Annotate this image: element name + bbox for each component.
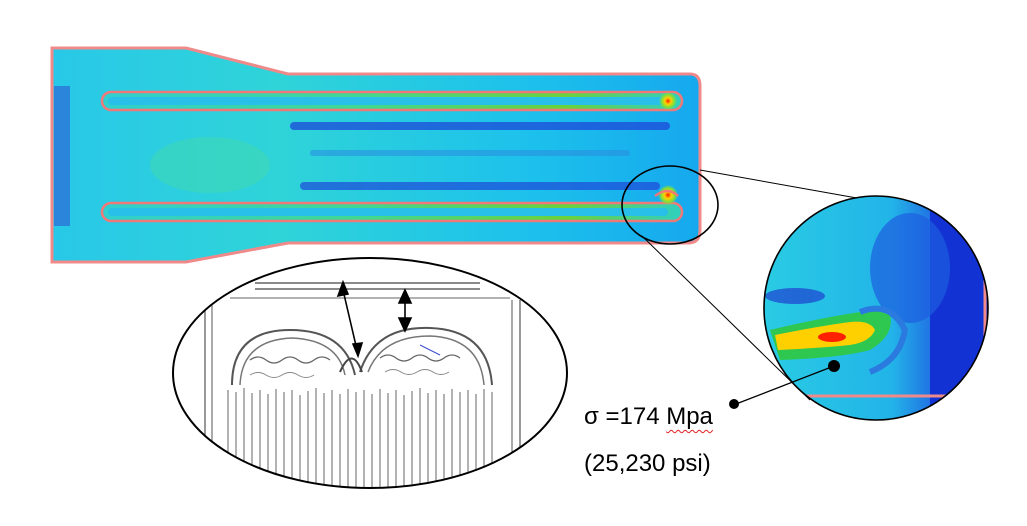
left-edge-band: [54, 86, 70, 226]
psi-value-label: (25,230 psi): [584, 450, 711, 477]
stress-value-label: σ =174 Mpa: [584, 402, 713, 432]
fea-part: [50, 46, 702, 264]
dimension-arrow-right: [397, 288, 413, 333]
zoom-detail: [763, 195, 989, 421]
stress-unit: Mpa: [666, 403, 713, 430]
green-blob: [150, 137, 270, 193]
callout-ring: [621, 165, 719, 245]
zoom-circle-border: [763, 195, 989, 421]
zoom-leader-bottom: [641, 235, 811, 401]
section-detail: [172, 257, 568, 489]
center-stripe-1: [290, 122, 670, 130]
upper-slot: [100, 90, 684, 112]
label-leader: [735, 365, 835, 405]
center-stripe-3: [310, 150, 630, 156]
section-oval-border: [172, 257, 568, 489]
lower-slot: [100, 185, 684, 223]
label-leader-dot: [729, 399, 739, 409]
stress-prefix: σ =174: [584, 403, 667, 430]
zoom-leader-top: [699, 169, 869, 201]
center-stripe-2: [300, 182, 660, 190]
dimension-arrow-left: [336, 279, 364, 359]
